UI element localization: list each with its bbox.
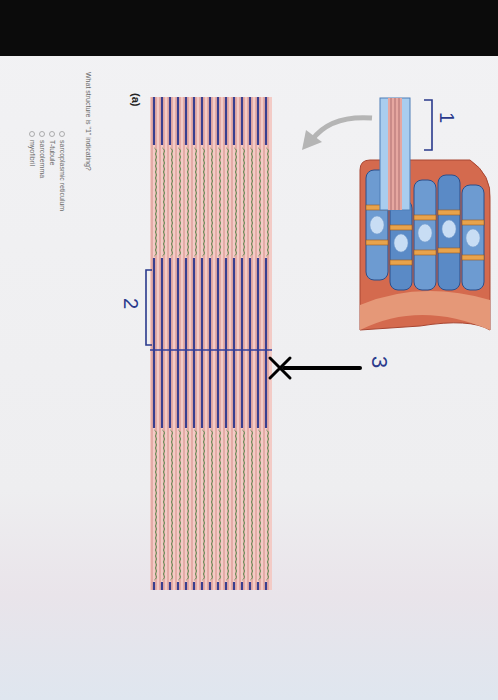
radio-buttons [30,132,65,137]
question-text: What structure is "1" indicating? [84,72,92,171]
panel-letter: (a) [129,93,142,106]
hand-arrow [270,358,360,378]
callout-number: 3 [367,356,392,368]
answer-option: myofibril [28,140,36,166]
callout-number: 1 [435,112,458,123]
answer-option: T-tubule [48,140,56,165]
answer-option: sarcolemma [38,140,46,178]
sarcomere-diagram [150,97,272,590]
hand-brackets [146,100,432,345]
muscle-fiber-illustration [302,98,490,330]
screen-bar [0,0,498,56]
callout-number: 2 [119,298,142,309]
answer-option: sarcoplasmic reticulum [58,140,66,211]
